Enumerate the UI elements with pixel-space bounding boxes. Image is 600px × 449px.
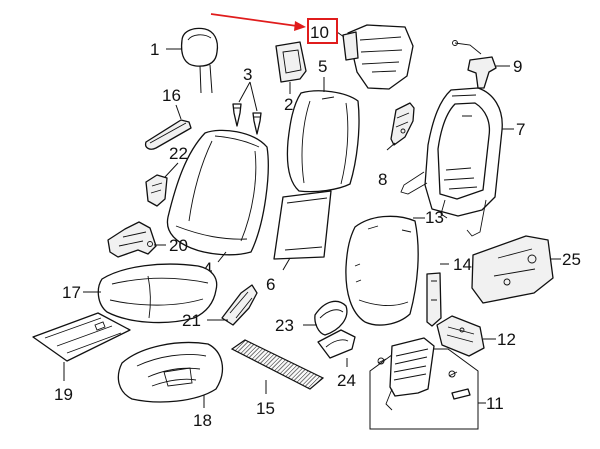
part-bracket-2 bbox=[275, 41, 307, 83]
leader-16 bbox=[175, 104, 182, 120]
callout-16: 16 bbox=[162, 86, 181, 105]
part-lumbar-kit-11 bbox=[369, 337, 479, 430]
callout-5: 5 bbox=[318, 57, 327, 76]
callout-4: 4 bbox=[203, 259, 212, 278]
callout-2: 2 bbox=[284, 95, 293, 114]
callout-10-highlight-box bbox=[307, 18, 338, 44]
part-cap-23 bbox=[314, 300, 348, 336]
part-clip-22 bbox=[145, 174, 168, 207]
highlight-arrow bbox=[210, 13, 306, 31]
part-knob-24 bbox=[317, 329, 356, 359]
callout-14: 14 bbox=[453, 255, 472, 274]
part-cushion-cover-17 bbox=[97, 263, 218, 324]
callout-22: 22 bbox=[169, 144, 188, 163]
leader-8 bbox=[386, 142, 396, 151]
part-side-shield-25 bbox=[471, 235, 554, 304]
part-back-frame-7 bbox=[400, 87, 503, 237]
part-headrest bbox=[180, 27, 219, 94]
part-strip-14 bbox=[426, 272, 442, 327]
leader-6 bbox=[282, 257, 291, 271]
leader-3 bbox=[238, 81, 258, 112]
part-bracket-20 bbox=[107, 221, 157, 258]
part-bracket-21 bbox=[221, 284, 258, 326]
leader-4 bbox=[217, 251, 227, 263]
callout-21: 21 bbox=[182, 311, 201, 330]
leader-22 bbox=[164, 162, 179, 178]
callout-20: 20 bbox=[169, 236, 188, 255]
callout-6: 6 bbox=[266, 275, 275, 294]
part-cushion-frame-18 bbox=[117, 341, 224, 403]
callout-19: 19 bbox=[54, 385, 73, 404]
callout-10: 10 bbox=[310, 23, 329, 42]
leader-10 bbox=[336, 31, 345, 38]
callout-7: 7 bbox=[516, 120, 525, 139]
callout-3: 3 bbox=[243, 65, 252, 84]
callout-12: 12 bbox=[497, 330, 516, 349]
callout-25: 25 bbox=[562, 250, 581, 269]
callout-15: 15 bbox=[256, 399, 275, 418]
part-module-12 bbox=[436, 315, 485, 357]
part-back-cover-4 bbox=[166, 129, 269, 256]
part-mesh-15 bbox=[230, 339, 325, 390]
callout-8: 8 bbox=[378, 170, 387, 189]
part-mechanism-9 bbox=[452, 40, 497, 89]
callout-11: 11 bbox=[486, 394, 504, 413]
callout-9: 9 bbox=[513, 57, 522, 76]
part-cushion-pad-19 bbox=[32, 312, 131, 362]
part-guides bbox=[232, 103, 262, 135]
callout-23: 23 bbox=[275, 316, 294, 335]
part-panel-6 bbox=[273, 190, 332, 260]
part-trim-16 bbox=[144, 119, 192, 150]
part-back-pad-5 bbox=[286, 90, 360, 193]
callout-1: 1 bbox=[150, 40, 159, 59]
callout-17: 17 bbox=[62, 283, 81, 302]
callout-18: 18 bbox=[193, 411, 212, 430]
part-bracket-8 bbox=[390, 102, 415, 146]
callout-13: 13 bbox=[425, 208, 444, 227]
part-back-panel-13 bbox=[345, 215, 419, 326]
callout-24: 24 bbox=[337, 371, 356, 390]
part-backrest-panel-10 bbox=[342, 24, 414, 90]
